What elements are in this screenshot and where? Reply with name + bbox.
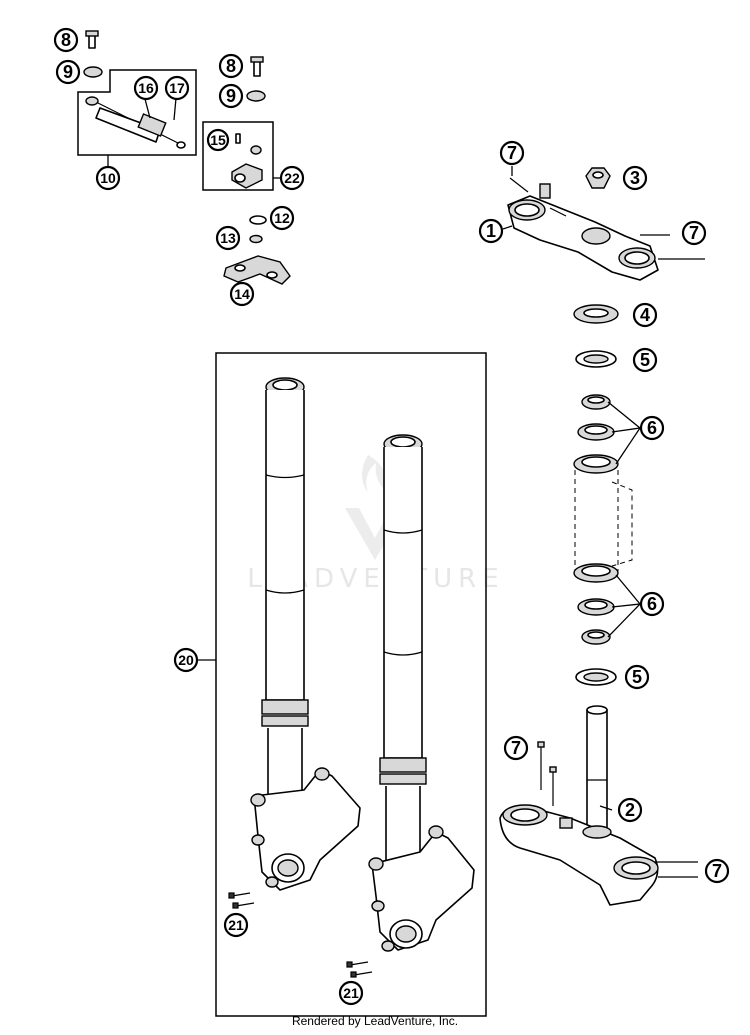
washer-12[interactable]: [249, 215, 267, 225]
callout-4[interactable]: 4: [632, 302, 658, 328]
svg-text:20: 20: [178, 652, 194, 668]
svg-text:8: 8: [61, 30, 71, 50]
nut-13[interactable]: [249, 234, 263, 244]
callout-6-lower[interactable]: 6: [639, 591, 665, 617]
callout-7-top[interactable]: 7: [499, 140, 525, 166]
steering-stem[interactable]: [586, 709, 608, 831]
svg-text:16: 16: [138, 80, 154, 96]
svg-text:7: 7: [712, 861, 722, 881]
callout-7-lower-left[interactable]: 7: [503, 735, 529, 761]
callout-21-bottom[interactable]: 21: [338, 980, 364, 1006]
callout-13[interactable]: 13: [215, 225, 241, 251]
mount-bracket-14[interactable]: [223, 255, 291, 285]
callout-8-right[interactable]: 8: [218, 53, 244, 79]
nut-9-right[interactable]: [246, 90, 266, 102]
svg-text:21: 21: [343, 985, 359, 1001]
callout-5-lower[interactable]: 5: [624, 664, 650, 690]
svg-text:7: 7: [511, 738, 521, 758]
svg-text:3: 3: [630, 168, 640, 188]
callout-12[interactable]: 12: [269, 205, 295, 231]
lower-triple-clamp-group: [499, 705, 698, 906]
svg-text:13: 13: [220, 230, 236, 246]
svg-text:5: 5: [640, 350, 650, 370]
fork-assembly-box: [215, 352, 487, 1017]
svg-text:12: 12: [274, 210, 290, 226]
callout-7-lower-right[interactable]: 7: [704, 858, 730, 884]
callout-20[interactable]: 20: [173, 647, 199, 673]
upper-triple-clamp-group: [502, 166, 705, 281]
svg-text:22: 22: [284, 170, 300, 186]
bracket-box-22: [202, 121, 274, 191]
svg-text:1: 1: [486, 221, 496, 241]
callout-16[interactable]: 16: [133, 75, 159, 101]
footer-credit: Rendered by LeadVenture, Inc.: [291, 1014, 459, 1028]
callout-3[interactable]: 3: [622, 165, 648, 191]
callout-7-upper-right[interactable]: 7: [681, 220, 707, 246]
callout-1[interactable]: 1: [478, 218, 504, 244]
svg-text:7: 7: [689, 223, 699, 243]
fork-leg-left[interactable]: [250, 377, 361, 891]
screws-21-left[interactable]: [228, 892, 255, 909]
callout-15[interactable]: 15: [206, 128, 230, 152]
damper-box: [77, 69, 197, 156]
callout-10[interactable]: 10: [95, 165, 121, 191]
callout-14[interactable]: 14: [229, 281, 255, 307]
svg-text:9: 9: [63, 62, 73, 82]
svg-text:15: 15: [210, 132, 226, 148]
svg-text:6: 6: [647, 418, 657, 438]
callout-8-left[interactable]: 8: [53, 27, 79, 53]
callout-6-upper[interactable]: 6: [639, 415, 665, 441]
fork-leg-right[interactable]: [368, 434, 475, 952]
svg-text:6: 6: [647, 594, 657, 614]
svg-text:14: 14: [234, 286, 250, 302]
svg-text:10: 10: [100, 170, 116, 186]
svg-text:5: 5: [632, 667, 642, 687]
bolt-7-upper-left[interactable]: [509, 177, 529, 193]
callout-22[interactable]: 22: [279, 165, 305, 191]
svg-text:4: 4: [640, 305, 650, 325]
callout-2[interactable]: 2: [617, 797, 643, 823]
steering-damper-group: [77, 30, 291, 285]
steering-damper[interactable]: [85, 96, 186, 149]
callout-9-left[interactable]: 9: [55, 59, 81, 85]
svg-text:17: 17: [169, 80, 185, 96]
head-tube-outline: [574, 470, 633, 575]
callout-17[interactable]: 17: [164, 75, 190, 101]
svg-text:8: 8: [226, 56, 236, 76]
screw-15[interactable]: [235, 133, 241, 144]
nut-9-left[interactable]: [83, 66, 103, 78]
screws-21-bottom[interactable]: [346, 961, 373, 978]
svg-text:2: 2: [625, 800, 635, 820]
callout-5-upper[interactable]: 5: [632, 347, 658, 373]
svg-text:9: 9: [226, 86, 236, 106]
bearing-stack: [573, 304, 641, 686]
callout-9-right[interactable]: 9: [218, 83, 244, 109]
svg-text:7: 7: [507, 143, 517, 163]
callout-21-left[interactable]: 21: [223, 912, 249, 938]
svg-text:21: 21: [228, 917, 244, 933]
